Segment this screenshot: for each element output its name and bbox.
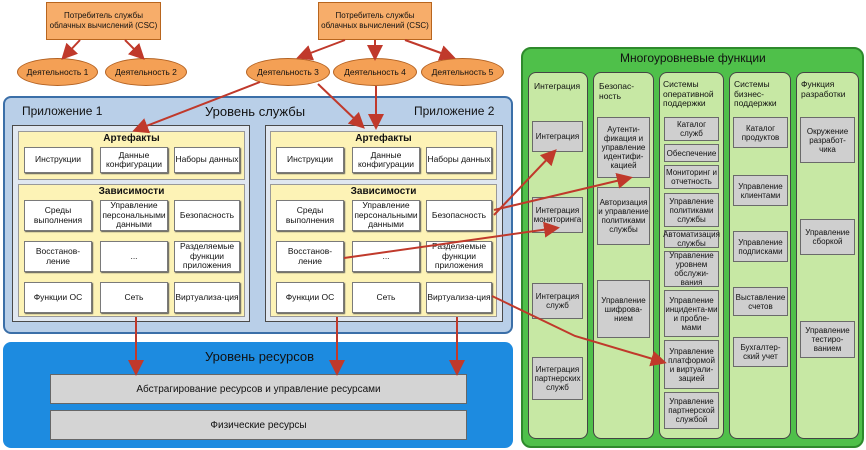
- security-item-3: Управление шифрова-нием: [597, 280, 650, 338]
- app1-ellipsis: ...: [100, 241, 168, 272]
- app2-os-functions: Функции ОС: [276, 282, 344, 313]
- activity-5: Деятельность 5: [421, 58, 504, 86]
- business-item-5: Бухгалтер-ский учет: [733, 337, 788, 367]
- operations-item-6: Управление уровнем обслужи-вания: [664, 251, 719, 287]
- app2-datasets: Наборы данных: [426, 147, 492, 173]
- business-item-1: Каталог продуктов: [733, 117, 788, 148]
- operations-item-8: Управление платформой и виртуали-зацией: [664, 340, 719, 389]
- business-item-3: Управление подписками: [733, 231, 788, 262]
- app2-pii-mgmt: Управление персональными данными: [352, 200, 420, 231]
- operations-item-5: Автоматизация службы: [663, 230, 720, 248]
- column-development-header: Функция разработки: [801, 79, 846, 99]
- arrow-csc1-activity1: [61, 39, 81, 60]
- operations-item-1: Каталог служб: [664, 117, 719, 141]
- security-item-2: Авторизация и управление политиками служ…: [597, 187, 650, 245]
- app2-runtime: Среды выполнения: [276, 200, 344, 231]
- arrow-csc2-activity3: [296, 39, 346, 61]
- app2-shared-functions: Разделяемые функции приложения: [426, 241, 492, 272]
- app1-artifacts-header: Артефакты: [103, 133, 160, 144]
- app1-os-functions: Функции ОС: [24, 282, 92, 313]
- activity-1: Деятельность 1: [17, 58, 98, 86]
- app1-datasets: Наборы данных: [174, 147, 240, 173]
- operations-item-2: Обеспечение: [664, 144, 719, 162]
- security-item-1: Аутенти-фикация и управление идентифи-ка…: [597, 117, 650, 178]
- app1-security: Безопасность: [174, 200, 240, 231]
- resource-level-title: Уровень ресурсов: [205, 349, 315, 364]
- operations-item-9: Управление партнерской службой: [664, 392, 719, 429]
- development-item-3: Управление тестиро-ванием: [800, 321, 855, 358]
- app1-config-data: Данные конфигурации: [100, 147, 168, 173]
- column-security-header: Безопас-ность: [599, 81, 635, 101]
- app1-network: Сеть: [100, 282, 168, 313]
- resource-abstraction-bar: Абстрагирование ресурсов и управление ре…: [50, 374, 467, 404]
- app2-security: Безопасность: [426, 200, 492, 231]
- arrow-csc2-activity5: [404, 39, 456, 61]
- app1-shared-functions: Разделяемые функции приложения: [174, 241, 240, 272]
- app2-instructions: Инструкции: [276, 147, 344, 173]
- business-item-4: Выставление счетов: [733, 287, 788, 316]
- business-item-2: Управление клиентами: [733, 175, 788, 206]
- app1-recovery: Восстанов-ление: [24, 241, 92, 272]
- app2-virtualization: Виртуализа-ция: [426, 282, 492, 313]
- app2-label: Приложение 2: [414, 104, 495, 118]
- integration-item-4: Интеграция партнерских служб: [532, 357, 583, 400]
- app1-instructions: Инструкции: [24, 147, 92, 173]
- app1-dependencies-header: Зависимости: [98, 186, 165, 197]
- arrow-activity3-app2: [317, 83, 365, 129]
- operations-item-3: Мониторинг и отчетность: [664, 165, 719, 189]
- app2-config-data: Данные конфигурации: [352, 147, 420, 173]
- app2-ellipsis: ...: [352, 241, 420, 272]
- service-level-title: Уровень службы: [205, 104, 306, 119]
- development-item-2: Управление сборкой: [800, 219, 855, 255]
- app1-pii-mgmt: Управление персональными данными: [100, 200, 168, 231]
- app2-artifacts-header: Артефакты: [355, 133, 412, 144]
- app2-dependencies-header: Зависимости: [350, 186, 417, 197]
- arrow-csc1-activity2: [124, 39, 145, 60]
- app2-network: Сеть: [352, 282, 420, 313]
- app1-runtime: Среды выполнения: [24, 200, 92, 231]
- integration-item-1: Интеграция: [532, 121, 583, 152]
- arrow-virtualization-platform: [491, 295, 667, 367]
- column-integration-header: Интеграция: [534, 81, 581, 91]
- activity-3: Деятельность 3: [246, 58, 330, 86]
- arrow-security-integration: [493, 149, 557, 216]
- csc-consumer-2: Потребитель службы облачных вычислений (…: [318, 2, 432, 40]
- arrow-activity3-app1: [132, 81, 261, 134]
- arrow-security-auth: [493, 172, 633, 211]
- column-operations-header: Системы оперативной поддержки: [663, 79, 714, 108]
- arrow-recovery-monitoring: [343, 221, 560, 259]
- operations-item-7: Управление инцидента-ми и пробле-мами: [664, 290, 719, 337]
- app1-label: Приложение 1: [22, 104, 103, 118]
- csc-consumer-1: Потребитель службы облачных вычислений (…: [46, 2, 161, 40]
- activity-2: Деятельность 2: [105, 58, 187, 86]
- column-business-header: Системы бизнес-поддержки: [734, 79, 777, 108]
- activity-4: Деятельность 4: [333, 58, 417, 86]
- development-item-1: Окружение разработ-чика: [800, 117, 855, 163]
- app1-virtualization: Виртуализа-ция: [174, 282, 240, 313]
- physical-resources-bar: Физические ресурсы: [50, 410, 467, 440]
- operations-item-4: Управление политиками службы: [664, 193, 719, 227]
- app2-recovery: Восстанов-ление: [276, 241, 344, 272]
- multilevel-title: Многоуровневые функции: [620, 51, 766, 65]
- integration-item-3: Интеграция служб: [532, 283, 583, 319]
